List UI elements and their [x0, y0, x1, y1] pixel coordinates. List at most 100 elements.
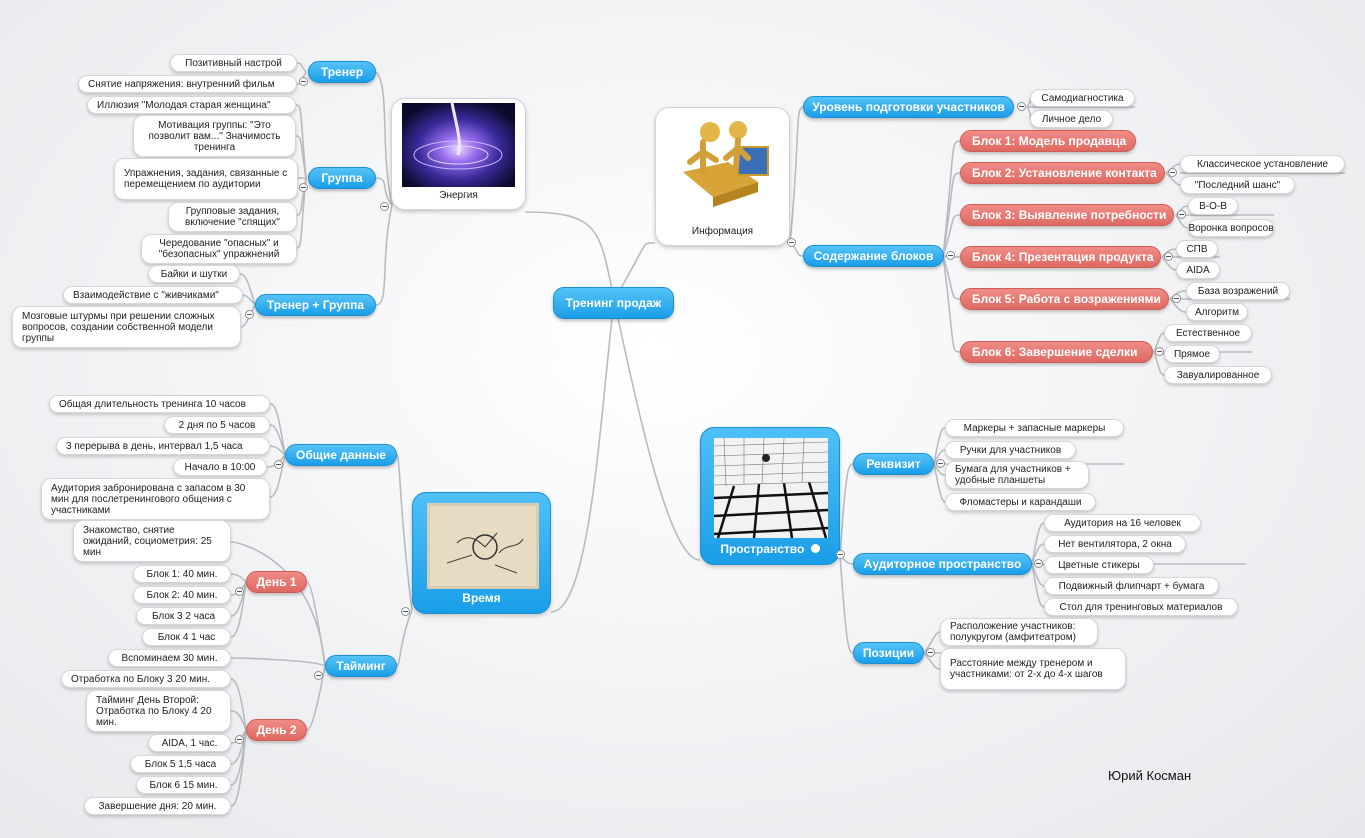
collapse-icon[interactable]	[1164, 252, 1173, 261]
collapse-icon[interactable]	[1034, 559, 1043, 568]
topic-general-data[interactable]: Общие данные	[285, 444, 397, 466]
collapse-icon[interactable]	[235, 735, 244, 744]
leaf-live-people[interactable]: Взаимодействие с "живчиками"	[63, 286, 243, 304]
leaf-block3-time[interactable]: Блок 3 2 часа	[136, 607, 231, 625]
leaf-block5-time[interactable]: Блок 5 1,5 часа	[130, 755, 231, 773]
energy-caption: Энергия	[439, 190, 478, 201]
energy-image-card[interactable]: Энергия	[391, 98, 526, 210]
leaf-illusion[interactable]: Иллюзия "Молодая старая женщина"	[87, 96, 296, 114]
topic-day-1[interactable]: День 1	[246, 571, 307, 593]
leaf-paper[interactable]: Бумага для участников + удобные планшеты	[945, 461, 1089, 489]
leaf-room-booked[interactable]: Аудитория забронирована с запасом в 30 м…	[41, 478, 270, 520]
time-caption: Время	[462, 591, 501, 605]
block-5[interactable]: Блок 5: Работа с возражениями	[960, 288, 1169, 310]
leaf-markers[interactable]: Маркеры + запасные маркеры	[945, 419, 1124, 437]
topic-trainer[interactable]: Тренер	[308, 61, 376, 83]
leaf-stickers[interactable]: Цветные стикеры	[1044, 556, 1154, 574]
leaf-block4-time[interactable]: Блок 4 1 час	[142, 628, 231, 646]
collapse-icon[interactable]	[274, 460, 283, 469]
time-sketch-image	[427, 503, 539, 589]
leaf-block6-time[interactable]: Блок 6 15 мин.	[136, 776, 231, 794]
leaf-group-motivation[interactable]: Мотивация группы: "Это позволит вам..." …	[133, 115, 296, 157]
leaf-room-16[interactable]: Аудитория на 16 человек	[1044, 514, 1201, 532]
leaf-positive-mood[interactable]: Позитивный настрой	[170, 54, 297, 72]
topic-group[interactable]: Группа	[308, 167, 376, 189]
leaf-total-duration[interactable]: Общая длительность тренинга 10 часов	[49, 395, 270, 413]
leaf-natural[interactable]: Естественное	[1164, 324, 1252, 342]
leaf-block2-time[interactable]: Блок 2: 40 мин.	[133, 586, 231, 604]
leaf-materials-table[interactable]: Стол для тренинговых материалов	[1044, 598, 1238, 616]
collapse-icon[interactable]	[1168, 168, 1177, 177]
collapse-icon[interactable]	[235, 587, 244, 596]
leaf-moving-exercises[interactable]: Упражнения, задания, связанные с перемещ…	[114, 158, 298, 200]
leaf-alternation[interactable]: Чередование "опасных" и "безопасных" упр…	[141, 234, 297, 264]
topic-participant-level[interactable]: Уровень подготовки участников	[803, 96, 1014, 118]
leaf-start-time[interactable]: Начало в 10:00	[173, 458, 267, 476]
leaf-algorithm[interactable]: Алгоритм	[1186, 303, 1248, 321]
leaf-aida[interactable]: AIDA	[1176, 261, 1220, 279]
collapse-icon[interactable]	[946, 251, 955, 260]
leaf-seating[interactable]: Расположение участников: полукругом (амф…	[940, 618, 1098, 646]
collapse-icon[interactable]	[1177, 210, 1186, 219]
leaf-two-days[interactable]: 2 дня по 5 часов	[164, 416, 270, 434]
leaf-felt-pens[interactable]: Фломастеры и карандаши	[945, 493, 1096, 511]
leaf-question-funnel[interactable]: Воронка вопросов	[1188, 219, 1274, 237]
leaf-pens[interactable]: Ручки для участников	[945, 441, 1076, 459]
topic-positions[interactable]: Позиции	[853, 642, 924, 664]
space-caption-text: Пространство	[720, 542, 805, 556]
leaf-objection-base[interactable]: База возражений	[1186, 282, 1290, 300]
leaf-no-fan[interactable]: Нет вентилятора, 2 окна	[1044, 535, 1186, 553]
info-image-card[interactable]: Информация	[655, 107, 790, 246]
block-1[interactable]: Блок 1: Модель продавца	[960, 130, 1136, 152]
block-4[interactable]: Блок 4: Презентация продукта	[960, 246, 1161, 268]
leaf-group-tasks[interactable]: Групповые задания, включение "спящих"	[168, 202, 297, 232]
central-topic[interactable]: Тренинг продаж	[553, 287, 674, 319]
leaf-vov[interactable]: В-О-В	[1188, 197, 1238, 215]
topic-trainer-group[interactable]: Тренер + Группа	[255, 294, 376, 316]
leaf-direct[interactable]: Прямое	[1164, 345, 1220, 363]
leaf-distance[interactable]: Расстояние между тренером и участниками:…	[940, 648, 1126, 690]
block-3[interactable]: Блок 3: Выявление потребности	[960, 204, 1174, 226]
leaf-self-diagnostics[interactable]: Самодиагностика	[1030, 89, 1135, 107]
collapse-icon[interactable]	[299, 77, 308, 86]
leaf-classic-contact[interactable]: Классическое установление	[1180, 155, 1345, 173]
space-image-card[interactable]: Пространство	[700, 427, 840, 565]
time-image-card[interactable]: Время	[412, 492, 551, 614]
leaf-relax-inner-film[interactable]: Снятие напряжения: внутренний фильм	[78, 75, 297, 93]
leaf-flipchart[interactable]: Подвижный флипчарт + бумага	[1044, 577, 1219, 595]
topic-blocks-content[interactable]: Содержание блоков	[803, 245, 944, 267]
topic-props[interactable]: Реквизит	[853, 453, 934, 475]
collapse-icon[interactable]	[787, 238, 796, 247]
collapse-icon[interactable]	[299, 183, 308, 192]
leaf-practice-block3[interactable]: Отработка по Блоку 3 20 мин.	[61, 670, 231, 688]
leaf-brainstorms[interactable]: Мозговые штурмы при решении сложных вопр…	[12, 306, 241, 348]
circle-arrow-icon[interactable]	[810, 544, 820, 554]
block-2[interactable]: Блок 2: Установление контакта	[960, 162, 1165, 184]
leaf-last-chance[interactable]: "Последний шанс"	[1180, 176, 1295, 194]
leaf-personal-file[interactable]: Личное дело	[1030, 110, 1113, 128]
collapse-icon[interactable]	[836, 550, 845, 559]
collapse-icon[interactable]	[245, 310, 254, 319]
leaf-intro[interactable]: Знакомство, снятие ожиданий, социометрия…	[73, 520, 231, 562]
leaf-recall[interactable]: Вспоминаем 30 мин.	[108, 649, 231, 667]
topic-room-space[interactable]: Аудиторное пространство	[853, 553, 1032, 575]
leaf-jokes[interactable]: Байки и шутки	[148, 265, 240, 283]
leaf-three-breaks[interactable]: 3 перерыва в день, интервал 1,5 часа	[56, 437, 270, 455]
collapse-icon[interactable]	[314, 671, 323, 680]
collapse-icon[interactable]	[380, 202, 389, 211]
leaf-block1-time[interactable]: Блок 1: 40 мин.	[133, 565, 231, 583]
collapse-icon[interactable]	[1155, 347, 1164, 356]
block-6[interactable]: Блок 6: Завершение сделки	[960, 341, 1153, 363]
leaf-spv[interactable]: СПВ	[1176, 240, 1218, 258]
leaf-day-end[interactable]: Завершение дня: 20 мин.	[84, 797, 231, 815]
leaf-timing-day2[interactable]: Тайминг День Второй: Отработка по Блоку …	[86, 690, 231, 732]
leaf-veiled[interactable]: Завуалированное	[1164, 366, 1272, 384]
collapse-icon[interactable]	[1172, 294, 1181, 303]
topic-timing[interactable]: Тайминг	[325, 655, 397, 677]
collapse-icon[interactable]	[1017, 102, 1026, 111]
collapse-icon[interactable]	[926, 648, 935, 657]
topic-day-2[interactable]: День 2	[246, 719, 307, 741]
collapse-icon[interactable]	[936, 459, 945, 468]
leaf-aida-time[interactable]: AIDA, 1 час.	[148, 734, 231, 752]
collapse-icon[interactable]	[401, 607, 410, 616]
